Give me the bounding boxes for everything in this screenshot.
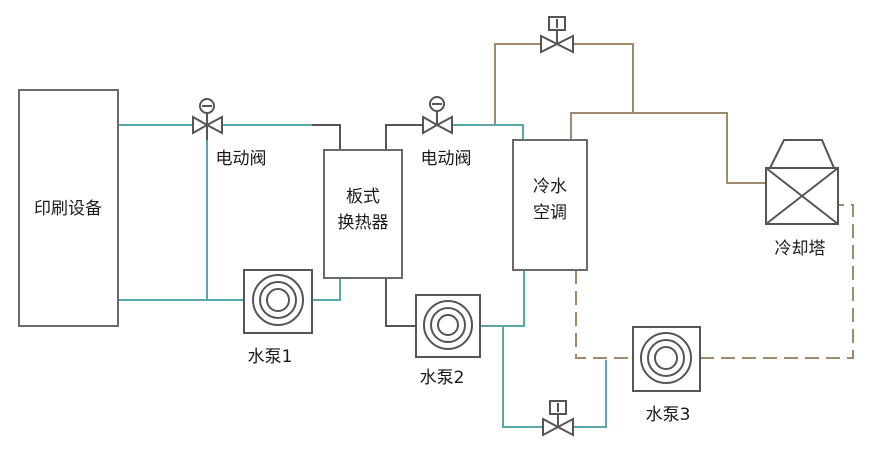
cooling-tower-icon	[765, 139, 839, 225]
tan-dashed-pipes	[575, 204, 854, 359]
pump-1	[243, 269, 313, 334]
teal-pipes	[118, 124, 607, 428]
top-valve	[540, 16, 574, 54]
chiller-box	[512, 139, 588, 271]
chiller-label-2: 空调	[533, 203, 567, 223]
pipe-valve2-to-chiller	[452, 124, 524, 140]
pipe-chiller-to-top-valve	[494, 43, 541, 125]
pipe-chiller-to-pump3	[575, 270, 633, 359]
heat-exchanger-label-2: 换热器	[338, 213, 389, 233]
pipe-hx-top-right	[312, 124, 341, 150]
pipe-hx-to-valve2	[385, 124, 423, 150]
pipe-pump3-to-tower	[700, 204, 854, 359]
chiller-label-1: 冷水	[533, 177, 567, 197]
pump-1-label: 水泵1	[248, 347, 293, 367]
bottom-valve	[542, 400, 574, 437]
motorized-valve-icon	[192, 98, 223, 140]
motorized-valve-icon	[422, 96, 453, 135]
heat-exchanger-box	[323, 149, 403, 279]
pump-icon	[243, 269, 313, 334]
pipe-bottom-loop	[502, 326, 543, 428]
electric-valve-2-label: 电动阀	[421, 149, 472, 169]
heat-exchanger-label-1: 板式	[346, 187, 380, 207]
manual-valve-icon	[540, 16, 574, 54]
pump-2-label: 水泵2	[420, 368, 465, 388]
pipe-bottom-loop-right	[573, 360, 607, 428]
cooling-tower-label: 冷却塔	[775, 239, 826, 259]
pump-3	[632, 326, 701, 392]
pipe-pump1-to-hx	[312, 278, 341, 301]
pipe-top-valve-to-tower	[573, 43, 634, 113]
tan-pipes	[494, 43, 766, 184]
electric-valve-2	[422, 96, 453, 135]
printer-label: 印刷设备	[34, 199, 102, 219]
pump-3-label: 水泵3	[646, 405, 691, 425]
electric-valve-1	[192, 98, 223, 140]
pump-2	[415, 294, 481, 358]
pump-icon	[415, 294, 481, 358]
pipe-pump2-to-chiller	[480, 270, 525, 327]
pipe-chiller-to-tower	[570, 112, 766, 184]
dark-pipes	[312, 124, 423, 327]
printer-box	[18, 89, 119, 327]
electric-valve-1-label: 电动阀	[216, 149, 267, 169]
manual-valve-icon	[542, 400, 574, 437]
pump-icon	[632, 326, 701, 392]
pipe-hx-to-pump2	[385, 278, 416, 327]
